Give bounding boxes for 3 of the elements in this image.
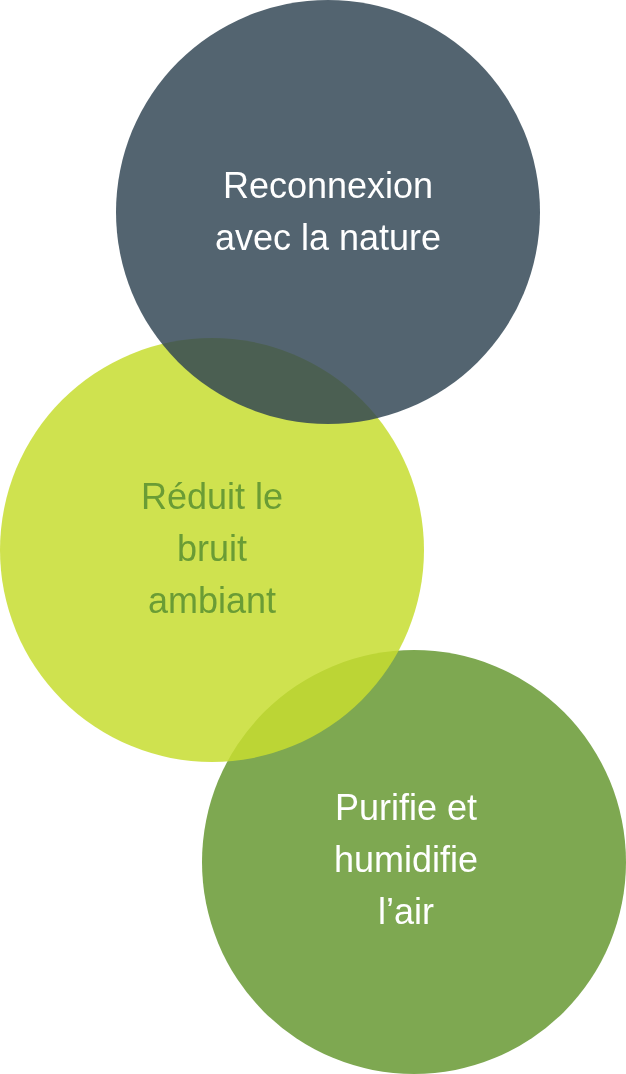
circle-label: Purifie et humidifie l’air xyxy=(332,786,480,934)
circle-label: Réduit le bruit ambiant xyxy=(139,475,285,623)
circle-label: Reconnexion avec la nature xyxy=(213,164,443,260)
